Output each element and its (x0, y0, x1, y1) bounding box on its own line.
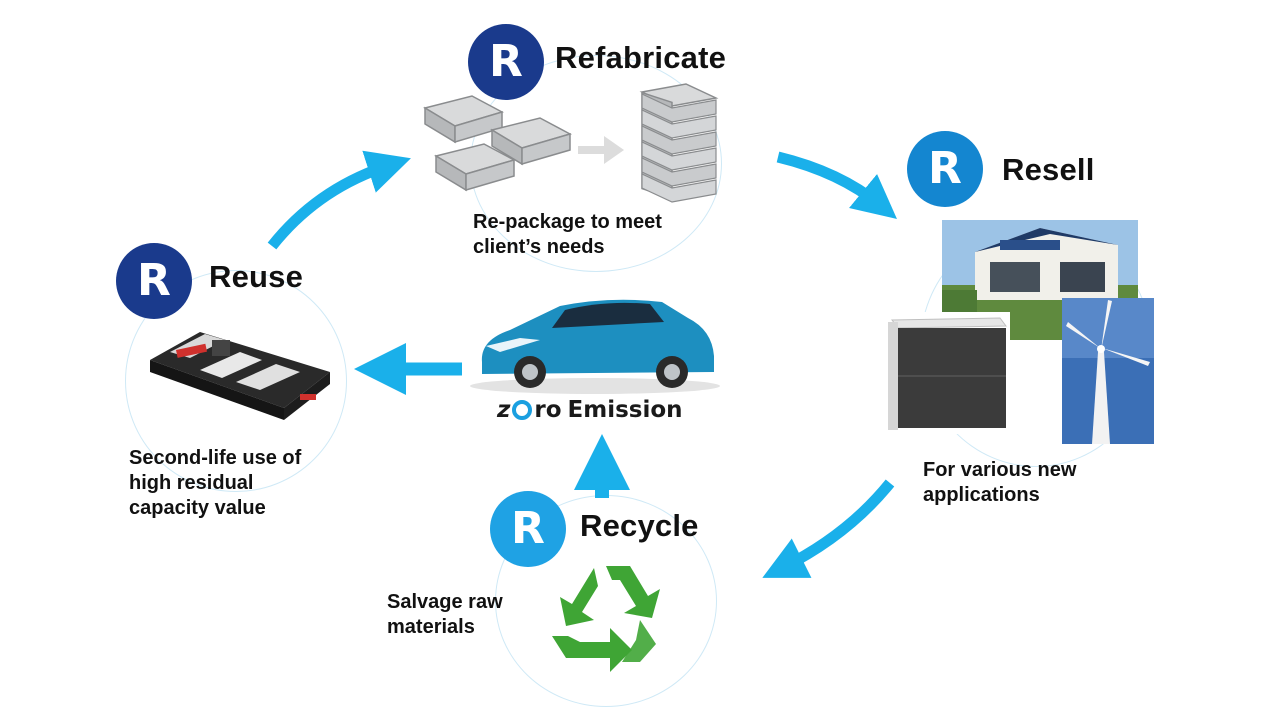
recycle-desc-line1: Salvage raw (387, 591, 503, 613)
refabricate-grey-arrow (578, 136, 624, 164)
refabricate-description: Re-package to meet client’s needs (473, 210, 662, 260)
reuse-desc-line1: Second-life use of (129, 447, 302, 469)
reuse-badge: R (116, 243, 192, 319)
refabricate-desc-line2: client’s needs (473, 236, 605, 258)
zero-emission-logo: z ro Emission (497, 397, 683, 423)
arrow-resell-to-recycle (762, 479, 895, 578)
zero-logo-ro: ro (534, 397, 562, 423)
recycle-title: Recycle (580, 508, 699, 543)
reuse-title: Reuse (209, 259, 304, 294)
refabricate-title: Refabricate (555, 40, 727, 75)
recycle-badge: R (490, 491, 566, 567)
resell-title: Resell (1002, 152, 1095, 187)
resell-desc-line2: applications (923, 484, 1040, 506)
resell-desc-line1: For various new (923, 459, 1077, 481)
recycle-desc-line2: materials (387, 616, 475, 638)
recycle-description: Salvage raw materials (387, 590, 503, 640)
arrow-refabricate-to-resell (776, 151, 897, 219)
refabricate-badge: R (468, 24, 544, 100)
refabricate-desc-line1: Re-package to meet (473, 211, 662, 233)
zero-logo-emission: Emission (567, 397, 683, 423)
reuse-ring (125, 270, 347, 492)
reuse-description: Second-life use of high residual capacit… (129, 446, 301, 521)
zero-logo-z: z (497, 397, 511, 423)
resell-description: For various new applications (923, 458, 1076, 508)
reuse-desc-line2: high residual (129, 472, 254, 494)
resell-badge: R (907, 131, 983, 207)
reuse-desc-line3: capacity value (129, 497, 266, 519)
zero-logo-e-icon (512, 400, 533, 420)
arrow-reuse-to-refabricate (267, 150, 411, 250)
